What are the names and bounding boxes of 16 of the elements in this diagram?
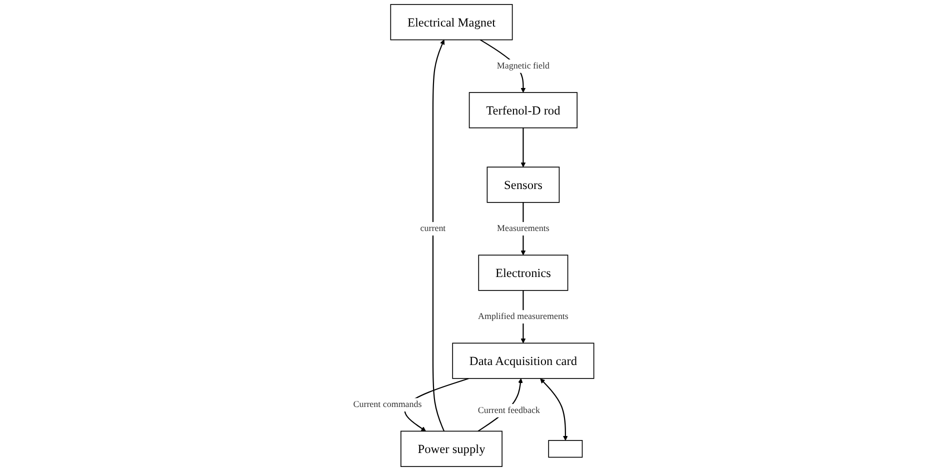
node-box xyxy=(548,440,583,458)
node-box: Power supply xyxy=(400,430,502,467)
node-box: Data Acquisition card xyxy=(452,342,594,379)
edge-label: Measurements xyxy=(497,224,550,234)
node-box: Electrical Magnet xyxy=(390,4,513,40)
edge-label: Magnetic field xyxy=(496,61,550,71)
edge-label: Amplified measurements xyxy=(478,312,568,322)
node-box: Terfenol-D rod xyxy=(468,92,578,128)
node-box: Electronics xyxy=(478,254,568,291)
edge-label: Current feedback xyxy=(478,406,540,416)
arrow xyxy=(432,40,445,432)
arrow xyxy=(540,378,568,441)
edge-label: current xyxy=(420,224,446,234)
edge-label: Current commands xyxy=(353,400,422,410)
node-box: Sensors xyxy=(486,166,560,203)
arrow xyxy=(520,128,526,168)
